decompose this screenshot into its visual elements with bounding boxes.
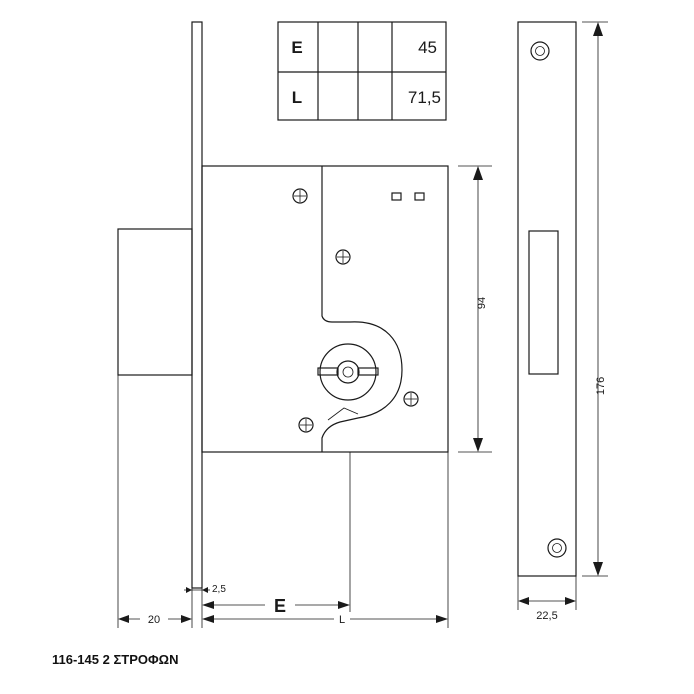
dimension-l: L [202, 614, 448, 626]
lock-faceplate [191, 21, 203, 589]
table-row-e-value: 45 [418, 38, 437, 57]
dimension-22-5-label: 22,5 [536, 610, 557, 622]
dimension-20: 20 [118, 614, 192, 626]
table-row-e-label: E [291, 38, 302, 57]
dimension-e: E [202, 596, 350, 616]
dimension-20-label: 20 [148, 614, 160, 626]
key-cylinder [317, 343, 379, 401]
strike-plate [517, 21, 577, 577]
table-row-l-value: 71,5 [408, 88, 441, 107]
screw-icon [403, 391, 419, 407]
lock-body [201, 165, 449, 453]
dimension-94-label: 94 [476, 297, 488, 309]
screw-icon [298, 417, 314, 433]
dimension-176: 176 [582, 21, 608, 577]
dimension-2-5: 2,5 [184, 584, 226, 595]
lock-bolt [117, 228, 193, 376]
table-row-l-label: L [292, 88, 302, 107]
dimension-l-label: L [339, 614, 345, 626]
dimension-176-label: 176 [595, 377, 607, 395]
screw-icon [292, 188, 308, 204]
dimension-94: 94 [458, 165, 492, 453]
screw-icon [335, 249, 351, 265]
dimension-e-label: E [274, 596, 286, 616]
product-caption: 116-145 2 ΣΤΡΟΦΩΝ [52, 652, 179, 667]
dimension-22-5: 22,5 [518, 597, 576, 622]
dimension-table: E 45 L 71,5 [277, 21, 447, 121]
dimension-2-5-label: 2,5 [212, 584, 226, 595]
